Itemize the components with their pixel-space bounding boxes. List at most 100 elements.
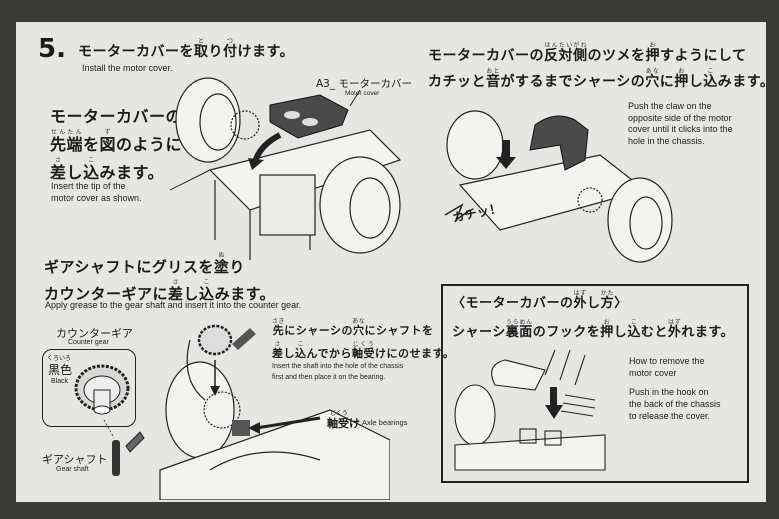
- ruby-text: 差さ: [50, 157, 67, 182]
- ruby-text: 込こ: [83, 157, 100, 182]
- furigana: さ: [272, 341, 284, 348]
- english-line: Push the claw on the: [628, 101, 712, 111]
- ruby-text: 押お: [600, 319, 614, 340]
- ruby-text: 込こ: [627, 319, 641, 340]
- gear-install-illustration: [159, 324, 390, 500]
- english-line: cover until it clicks into the: [628, 124, 733, 134]
- bearing-ruby: じくう: [330, 410, 348, 417]
- ruby-text: 先端せんたん: [50, 129, 84, 154]
- furigana: うらめん: [505, 319, 533, 326]
- furigana: さ: [50, 157, 67, 164]
- ruby-text: 外はず: [667, 319, 682, 340]
- ruby-text: 方かた: [600, 290, 615, 311]
- removal-box: [441, 284, 749, 483]
- removal-english-title: How to remove the motor cover: [629, 355, 705, 379]
- furigana: おと: [486, 68, 501, 75]
- english-line: first and then place it on the bearing.: [272, 373, 386, 381]
- removal-instruction: シャーシ裏面うらめんのフックを押おし込こむと外はずれます。: [452, 319, 735, 340]
- furigana: ず: [99, 129, 117, 136]
- counter-gear-english: Counter gear: [68, 339, 109, 346]
- english-line: How to remove the: [629, 356, 705, 366]
- ruby-text: 軸受じくう: [351, 341, 375, 360]
- removal-illustration: [454, 349, 606, 471]
- furigana: こ: [703, 68, 718, 75]
- furigana: お: [674, 68, 689, 75]
- furigana: こ: [199, 279, 215, 286]
- motor-cover-install-illustration: [170, 77, 402, 260]
- furigana: さき: [272, 318, 286, 325]
- shaft-note-english: Insert the shaft into the hole of the ch…: [272, 362, 403, 383]
- ruby-text: 押お: [645, 42, 660, 64]
- push-claw-text: モーターカバーの反対側はんたいがわのツメを押おすようにして カチッと音おとがする…: [428, 42, 774, 94]
- step-number: 5.: [38, 34, 66, 64]
- step-subtitle: Install the motor cover.: [82, 63, 173, 73]
- english-line: motor cover as shown.: [51, 193, 142, 203]
- counter-gear-icon: [74, 364, 130, 415]
- ruby-text: 差さ: [272, 341, 284, 360]
- part-label-english: Motor cover: [345, 90, 380, 97]
- color-english: Black: [51, 378, 69, 385]
- furigana: こ: [627, 319, 641, 326]
- furigana: せんたん: [50, 129, 84, 136]
- bearing-english: Axle bearings: [362, 418, 408, 427]
- furigana: はんたいがわ: [544, 42, 588, 49]
- counter-gear-label: カウンターギア: [56, 327, 133, 340]
- ruby-text: 押お: [674, 68, 689, 90]
- gear-shaft-label: ギアシャフト: [42, 453, 108, 466]
- insert-tip-english: Insert the tip of the motor cover as sho…: [51, 180, 142, 204]
- push-claw-english: Push the claw on the opposite side of th…: [628, 101, 733, 147]
- furigana: さ: [168, 279, 184, 286]
- removal-english-body: Push in the hook on the back of the chas…: [629, 386, 721, 422]
- furigana: と: [194, 38, 209, 45]
- english-line: opposite side of the motor: [628, 112, 732, 123]
- furigana: はず: [573, 290, 588, 297]
- grease-line: カウンターギアに差さし込こみます。: [44, 279, 276, 303]
- english-line: the back of the chassis: [629, 399, 721, 409]
- furigana: お: [600, 319, 614, 326]
- furigana: お: [645, 42, 660, 49]
- furigana: つ: [223, 38, 238, 45]
- ruby-text: 取と: [194, 38, 209, 60]
- ruby-text: 外はず: [573, 290, 588, 311]
- english-line: Push in the hook on: [629, 387, 709, 397]
- bearing-label: 軸受け: [327, 417, 360, 430]
- part-label-code: A3_ モーターカバー: [316, 78, 412, 90]
- ruby-text: 穴あな: [645, 68, 660, 90]
- gear-shaft-english: Gear shaft: [56, 466, 89, 473]
- color-ruby: くろいろ: [47, 355, 72, 362]
- ruby-text: 込こ: [295, 341, 307, 360]
- english-line: hole in the chassis.: [628, 135, 705, 146]
- furigana: あな: [352, 318, 366, 325]
- furigana: あな: [645, 68, 660, 75]
- removal-heading: 〈モーターカバーの外はずし方かた〉: [452, 290, 628, 311]
- furigana: こ: [295, 341, 307, 348]
- ruby-text: 裏面うらめん: [505, 319, 533, 340]
- ruby-text: 図ず: [99, 129, 117, 154]
- ruby-text: 差さ: [168, 279, 184, 303]
- grease-english: Apply grease to the gear shaft and inser…: [45, 300, 302, 310]
- shaft-note-text: 先さきにシャーシの穴あなにシャフトを 差さし込こんでから軸受じくうけにのせます。: [272, 318, 454, 364]
- english-line: Insert the shaft into the hole of the ch…: [272, 363, 404, 370]
- grease-line: ギアシャフトにグリスを塗ぬり: [44, 252, 245, 276]
- furigana: ぬ: [213, 252, 230, 259]
- color-label: 黒色: [48, 363, 73, 377]
- gear-shaft-icon: [103, 420, 145, 476]
- ruby-text: 付つ: [223, 38, 238, 60]
- furigana: かた: [600, 290, 615, 297]
- ruby-text: 反対側はんたいがわ: [544, 42, 588, 64]
- ruby-text: 込こ: [199, 279, 215, 303]
- push-claw-line: モーターカバーの反対側はんたいがわのツメを押おすようにして: [428, 42, 747, 64]
- english-line: motor cover: [629, 368, 677, 378]
- insert-tip-line: 先端せんたんを図ずのように: [50, 129, 183, 154]
- insert-tip-line: 差さし込こみます。: [50, 157, 164, 182]
- step-title: モーターカバーを取とり付つけます。: [78, 38, 295, 60]
- furigana: こ: [83, 157, 100, 164]
- shaft-note-line: 差さし込こんでから軸受じくうけにのせます。: [272, 341, 455, 360]
- push-claw-line: カチッと音おとがするまでシャーシの穴あなに押おし込こみます。: [428, 68, 775, 90]
- ruby-text: 先さき: [272, 318, 286, 337]
- ruby-text: 塗ぬ: [213, 252, 230, 276]
- push-claw-illustration: [444, 110, 673, 263]
- shaft-note-line: 先さきにシャーシの穴あなにシャフトを: [272, 318, 434, 337]
- ruby-text: 音おと: [486, 68, 501, 90]
- insert-tip-line: モーターカバーの: [50, 107, 183, 126]
